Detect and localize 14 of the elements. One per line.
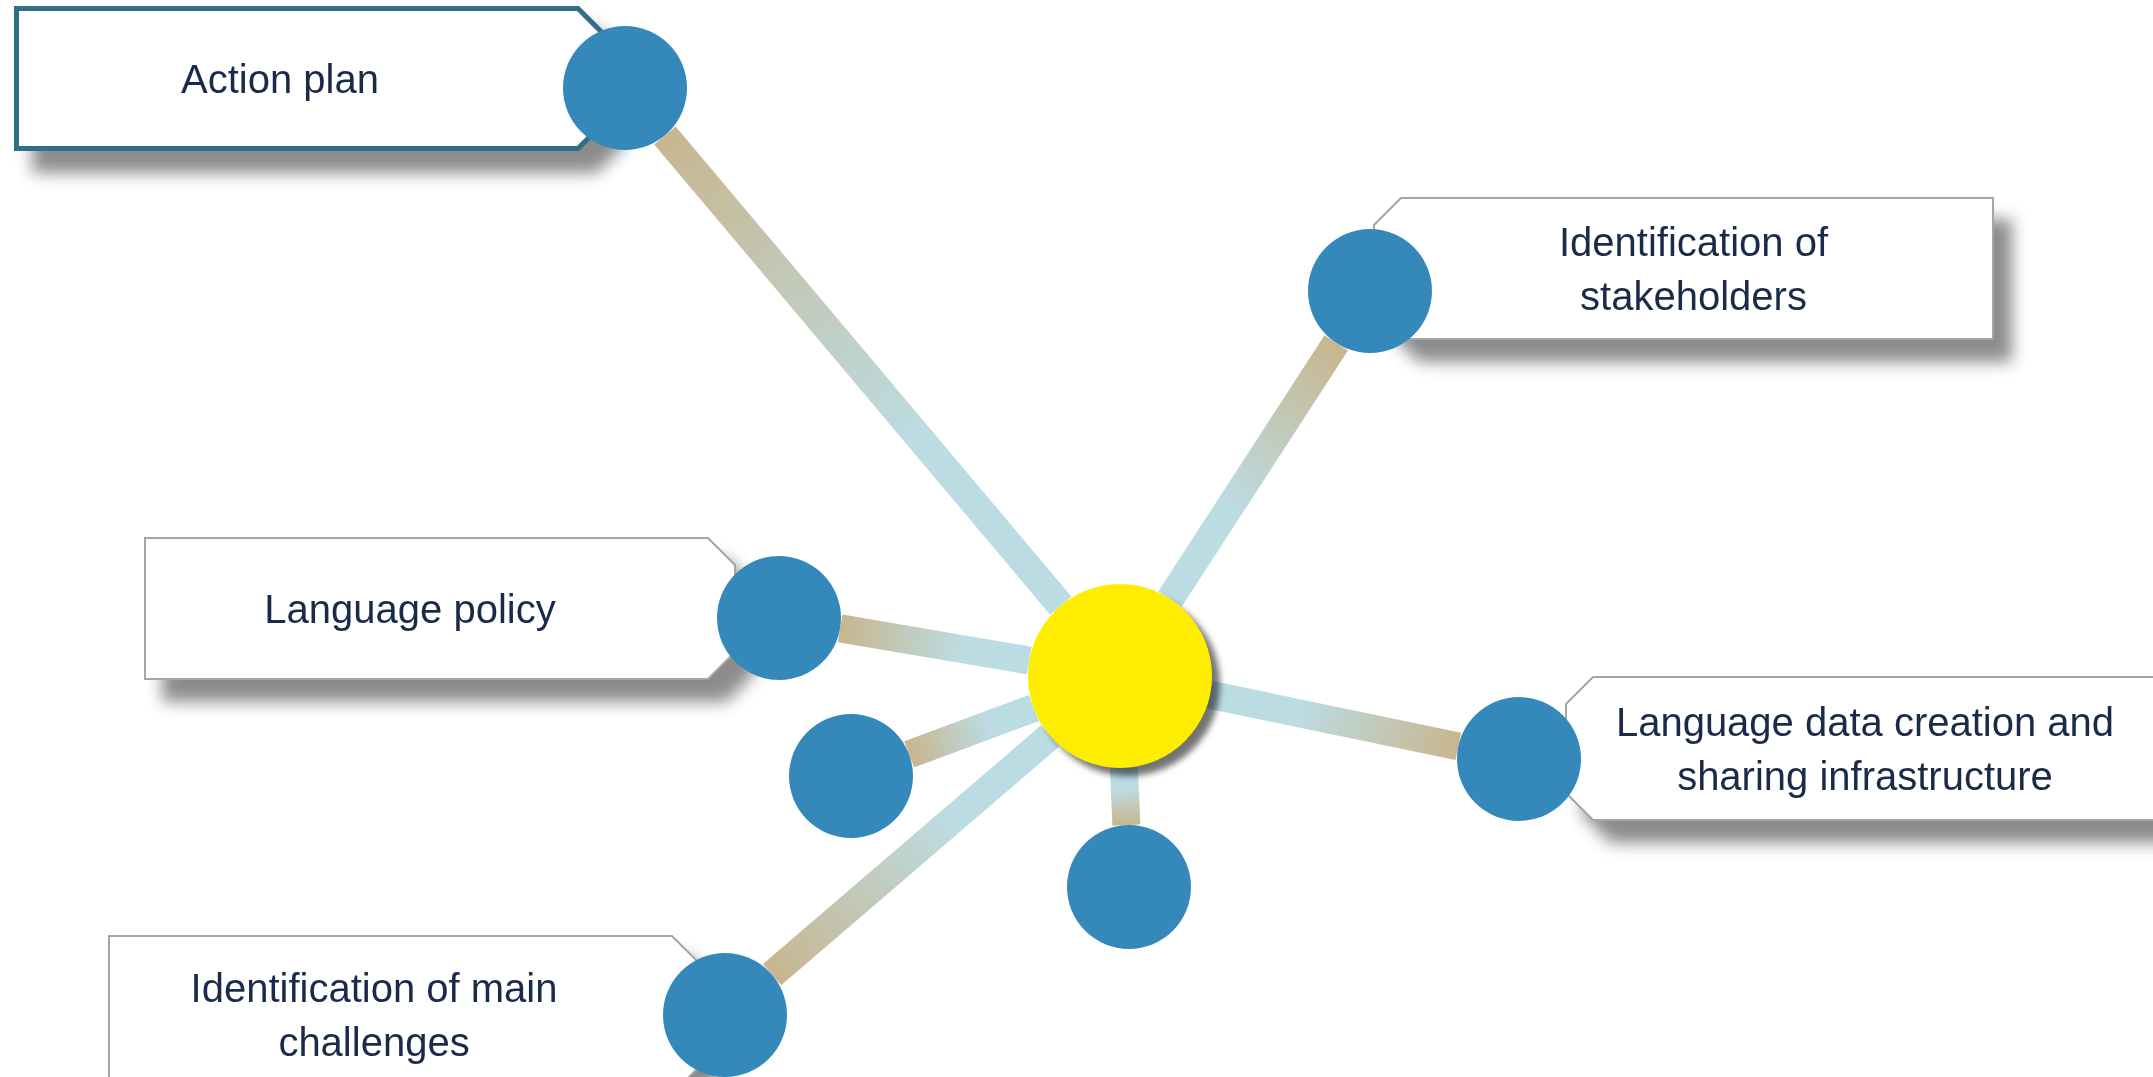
connector-bar bbox=[762, 725, 1060, 986]
box-label: Identification of main challenges bbox=[189, 965, 559, 1066]
box-label: Language policy bbox=[264, 585, 556, 633]
connector-bar bbox=[904, 694, 1039, 768]
label-box bbox=[144, 537, 736, 680]
connector-bar bbox=[1158, 335, 1348, 607]
box-label: Identification of stakeholders bbox=[1557, 218, 1830, 320]
box-label: Action plan bbox=[181, 55, 379, 103]
label-box bbox=[1373, 197, 1994, 340]
connector-bar bbox=[654, 126, 1072, 615]
label-box bbox=[1565, 676, 2153, 821]
connector-bar bbox=[1207, 681, 1462, 761]
box-label: Language data creation and sharing infrastructure bbox=[1614, 698, 2116, 800]
label-box bbox=[14, 6, 606, 151]
